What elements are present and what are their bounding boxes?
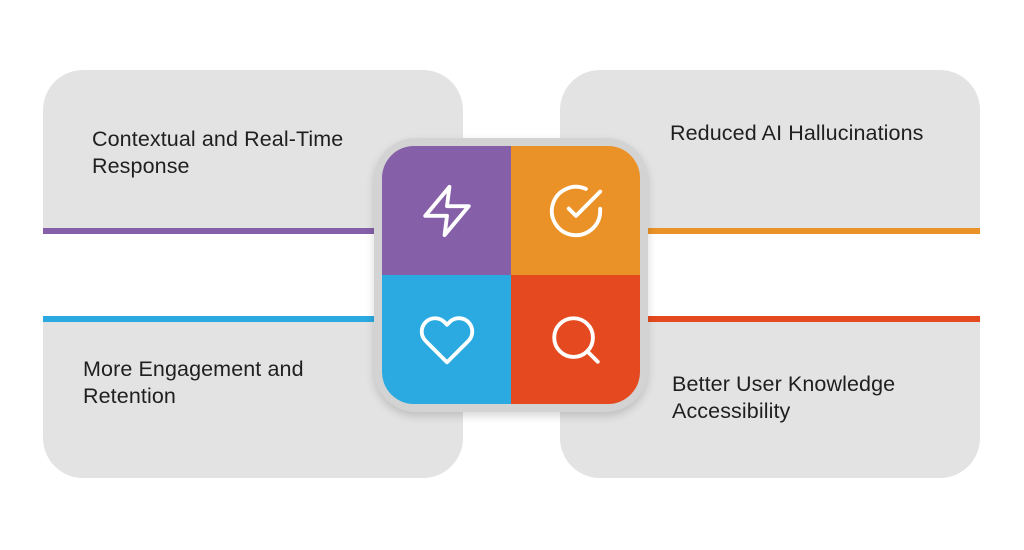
accent-line-bottom-right [640,316,980,322]
lightning-icon [422,184,471,237]
label-bottom-left: More Engagement and Retention [83,357,304,408]
icon-tile-grid [382,146,640,404]
icon-cell-lightning [382,146,511,275]
heart-icon [419,315,474,364]
label-top-right: Reduced AI Hallucinations [670,121,924,145]
search-icon [551,315,600,364]
accent-line-top-left [43,228,383,234]
label-top-left: Contextual and Real-Time Response [92,127,344,178]
check-circle-icon [549,184,602,237]
icon-cell-search [511,275,640,404]
icon-cell-heart [382,275,511,404]
accent-line-bottom-left [43,316,383,322]
accent-line-top-right [640,228,980,234]
icon-cell-check-circle [511,146,640,275]
label-bottom-right: Better User Knowledge Accessibility [672,372,896,423]
